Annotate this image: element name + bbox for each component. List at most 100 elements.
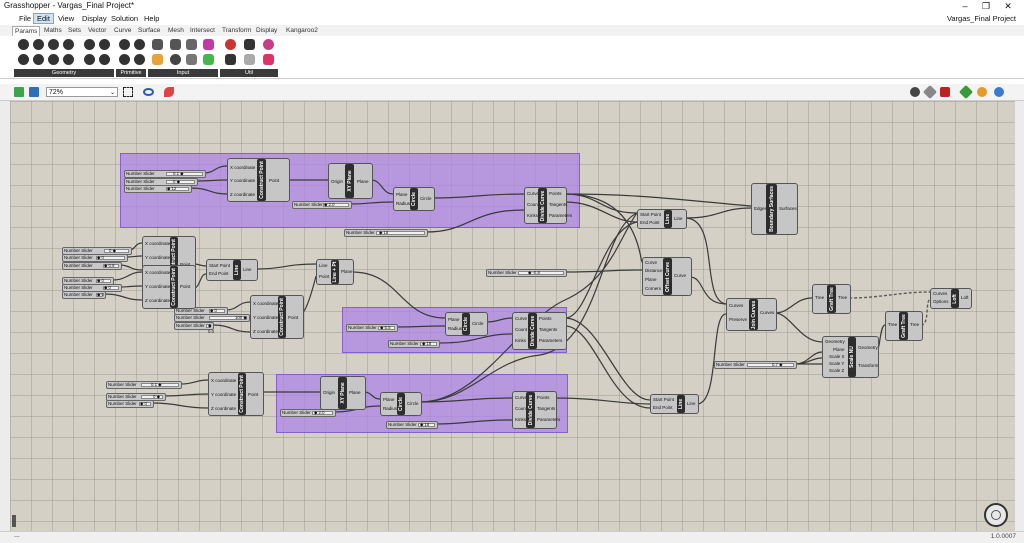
jump-icon[interactable] (263, 39, 274, 50)
menu-help[interactable]: Help (144, 14, 160, 23)
offset-curve-component[interactable]: Curve Distance Plane Corners Offset Curv… (642, 257, 692, 296)
zoom-level-select[interactable]: 72%⌄ (46, 87, 118, 97)
number-slider[interactable]: Number Slider◆ 18 (344, 229, 428, 237)
boundary-surfaces-component[interactable]: Edges Boundary Surfaces Surfaces (751, 183, 798, 235)
tab-surface[interactable]: Surface (138, 27, 161, 34)
scale-nu-component[interactable]: Geometry Plane Scale X Scale Y Scale Z S… (822, 336, 879, 378)
line-component[interactable]: Start Point End Point Line Line (650, 394, 699, 414)
open-file-icon[interactable] (14, 87, 24, 97)
field-param-icon[interactable] (99, 54, 110, 65)
construct-point-component[interactable]: X coordinate Y coordinate Z coordinate C… (142, 265, 196, 309)
line-plus-point-component[interactable]: Line Point Line + Pt Plane (316, 259, 354, 285)
gradient-icon[interactable] (203, 39, 214, 50)
panel-icon[interactable] (152, 39, 163, 50)
line-component[interactable]: Start Point End Point Line Line (637, 209, 687, 229)
number-slider[interactable]: Number Slider◆ 12 (124, 185, 192, 193)
tab-display[interactable]: Display (256, 27, 278, 34)
graft-tree-component[interactable]: Tree Graft Tree Tree (885, 311, 923, 341)
join-curves-component[interactable]: Curves Preserve Join Curves Curves (726, 298, 777, 331)
cluster-icon[interactable] (225, 54, 236, 65)
number-slider[interactable]: Number Slider◆ 0.8 (62, 262, 122, 270)
colour-swatch-icon[interactable] (203, 54, 214, 65)
line-component[interactable]: Start Point End Point Line Line (206, 259, 258, 281)
number-slider[interactable]: Number Slider◆ 5.5 (346, 324, 398, 332)
surface-param-icon[interactable] (84, 39, 95, 50)
user-objects-icon[interactable] (910, 87, 920, 97)
minimize-button[interactable]: – (962, 1, 968, 11)
ribbon-group-input[interactable]: Input (148, 69, 218, 77)
graph-icon[interactable] (152, 54, 163, 65)
tab-kangaroo2[interactable]: Kangaroo2 (286, 27, 318, 34)
ribbon-group-util[interactable]: Util (220, 69, 278, 77)
render-mesh-icon[interactable] (977, 87, 987, 97)
plane-param-icon[interactable] (33, 54, 44, 65)
flask-icon[interactable] (263, 54, 274, 65)
cherry-icon[interactable] (225, 39, 236, 50)
number-slider[interactable]: Number Slider◆ 0 (62, 291, 106, 299)
circle-param-icon[interactable] (33, 39, 44, 50)
ribbon-group-geometry[interactable]: Geometry (14, 69, 114, 77)
construct-point-component[interactable]: X coordinate Y coordinate Z coordinate C… (208, 372, 264, 416)
curve-param-icon[interactable] (63, 39, 74, 50)
matrix-icon[interactable] (186, 54, 197, 65)
tab-vector[interactable]: Vector (88, 27, 107, 34)
number-slider[interactable]: Number Slider◆ 0 (106, 400, 154, 408)
menu-edit[interactable]: Edit (33, 13, 54, 24)
number-slider[interactable]: Number Slider◆ 18 (386, 421, 438, 429)
value-list-icon[interactable] (170, 54, 181, 65)
tab-intersect[interactable]: Intersect (190, 27, 215, 34)
tab-params[interactable]: Params (12, 26, 41, 37)
arrow-out-icon[interactable] (244, 54, 255, 65)
number-slider[interactable]: Number Slider◆ 18 (388, 340, 440, 348)
graft-tree-component[interactable]: Tree Graft Tree Tree (812, 284, 851, 314)
tab-sets[interactable]: Sets (68, 27, 82, 34)
menu-solution[interactable]: Solution (111, 14, 139, 23)
divide-curve-component[interactable]: Curve Count Kinks Divide Curve Points Ta… (512, 391, 560, 429)
loft-component[interactable]: Curves Options Loft Loft (930, 288, 972, 309)
xy-plane-component[interactable]: Origin XY Plane Plane (328, 163, 373, 199)
circle-component[interactable]: Plane Radius Circle Circle (393, 187, 435, 211)
vector-param-icon[interactable] (48, 54, 59, 65)
maximize-button[interactable]: ❐ (981, 1, 991, 11)
save-file-icon[interactable] (29, 87, 39, 97)
divide-curve-component[interactable]: Curve Count Kinks Divide Curve Points Ta… (512, 312, 567, 350)
text-param-icon[interactable] (134, 54, 145, 65)
tab-transform[interactable]: Transform (222, 27, 252, 34)
brep-param-icon[interactable] (99, 39, 110, 50)
preview-eye-icon[interactable] (143, 88, 154, 96)
construct-point-component[interactable]: X coordinate Y coordinate Z coordinate C… (250, 295, 304, 339)
tab-mesh[interactable]: Mesh (168, 27, 184, 34)
preview-shaded-icon[interactable] (940, 87, 950, 97)
zoom-extents-icon[interactable] (123, 87, 133, 97)
slider-icon[interactable] (186, 39, 197, 50)
number-slider[interactable]: Number Slider◆ 0.0 (174, 322, 214, 334)
menu-file[interactable]: File (19, 14, 32, 23)
arrow-right-icon[interactable] (244, 39, 255, 50)
divide-curve-component[interactable]: Curve Count Kinks Divide Curve Points Ta… (524, 187, 572, 224)
construct-point-component[interactable]: X coordinate Y coordinate Z coordinate C… (227, 158, 290, 202)
line-param-icon[interactable] (18, 54, 29, 65)
point-param-icon[interactable] (18, 39, 29, 50)
number-slider[interactable]: Number Slider◆ 0 (62, 254, 128, 262)
menu-view[interactable]: View (58, 14, 75, 23)
tab-curve[interactable]: Curve (114, 27, 132, 34)
display-options-icon[interactable] (994, 87, 1004, 97)
arc-param-icon[interactable] (48, 39, 59, 50)
panel-handle[interactable] (12, 515, 16, 527)
integer-param-icon[interactable] (134, 39, 145, 50)
domain-param-icon[interactable] (119, 54, 130, 65)
toggle-icon[interactable] (170, 39, 181, 50)
sketch-pen-icon[interactable] (164, 87, 174, 97)
number-slider[interactable]: Number Slider◆ 2.0 (280, 409, 336, 417)
tab-maths[interactable]: Maths (44, 27, 62, 34)
canvas-navigation-icon[interactable] (984, 503, 1008, 527)
ribbon-group-primitive[interactable]: Primitive (116, 69, 146, 77)
number-param-icon[interactable] (119, 39, 130, 50)
menu-display[interactable]: Display (82, 14, 107, 23)
close-button[interactable]: ✕ (1004, 1, 1012, 11)
circle-component[interactable]: Plane Radius Circle Circle (445, 312, 488, 336)
mesh-param-icon[interactable] (84, 54, 95, 65)
